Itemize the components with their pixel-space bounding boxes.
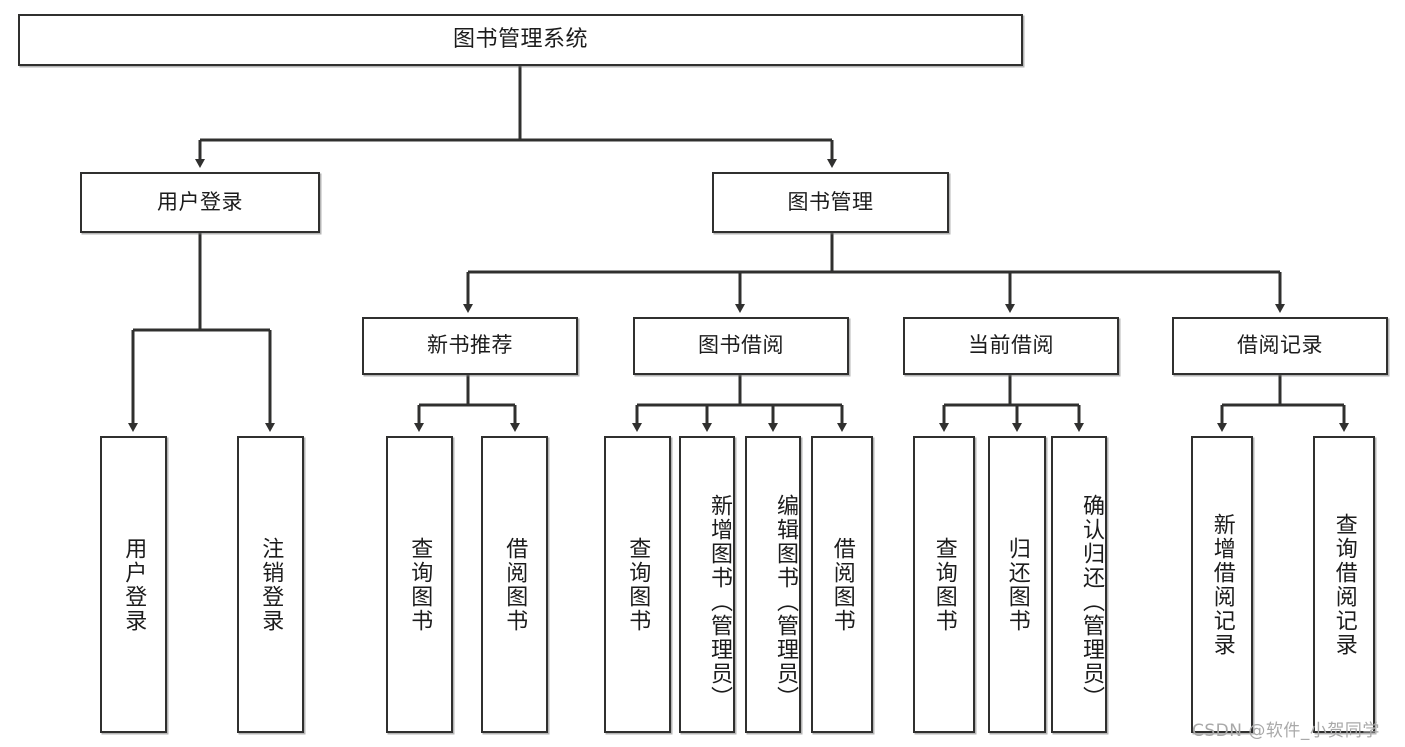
leaf-query-book-recommend[interactable]: 查询图书 — [386, 436, 453, 733]
node-new-book-recommend[interactable]: 新书推荐 — [362, 317, 578, 375]
node-book-borrow[interactable]: 图书借阅 — [633, 317, 849, 375]
leaf-user-login[interactable]: 用户登录 — [100, 436, 167, 733]
leaf-confirm-return-admin[interactable]: 确认归还（管理员） — [1051, 436, 1107, 733]
leaf-logout-login[interactable]: 注销登录 — [237, 436, 304, 733]
leaf-query-book-borrow[interactable]: 查询图书 — [604, 436, 671, 733]
node-root[interactable]: 图书管理系统 — [18, 14, 1023, 66]
leaf-return-book[interactable]: 归还图书 — [988, 436, 1046, 733]
leaf-query-book-current[interactable]: 查询图书 — [913, 436, 975, 733]
leaf-query-borrow-record[interactable]: 查询借阅记录 — [1313, 436, 1375, 733]
leaf-add-book-admin[interactable]: 新增图书（管理员） — [679, 436, 735, 733]
node-borrow-record[interactable]: 借阅记录 — [1172, 317, 1388, 375]
leaf-borrow-book-recommend[interactable]: 借阅图书 — [481, 436, 548, 733]
leaf-add-borrow-record[interactable]: 新增借阅记录 — [1191, 436, 1253, 733]
node-user-login[interactable]: 用户登录 — [80, 172, 320, 233]
leaf-borrow-book[interactable]: 借阅图书 — [811, 436, 873, 733]
leaf-edit-book-admin[interactable]: 编辑图书（管理员） — [745, 436, 801, 733]
csdn-watermark: CSDN @软件_小贺同学 — [1192, 721, 1380, 741]
node-book-manage[interactable]: 图书管理 — [712, 172, 949, 233]
node-current-borrow[interactable]: 当前借阅 — [903, 317, 1119, 375]
